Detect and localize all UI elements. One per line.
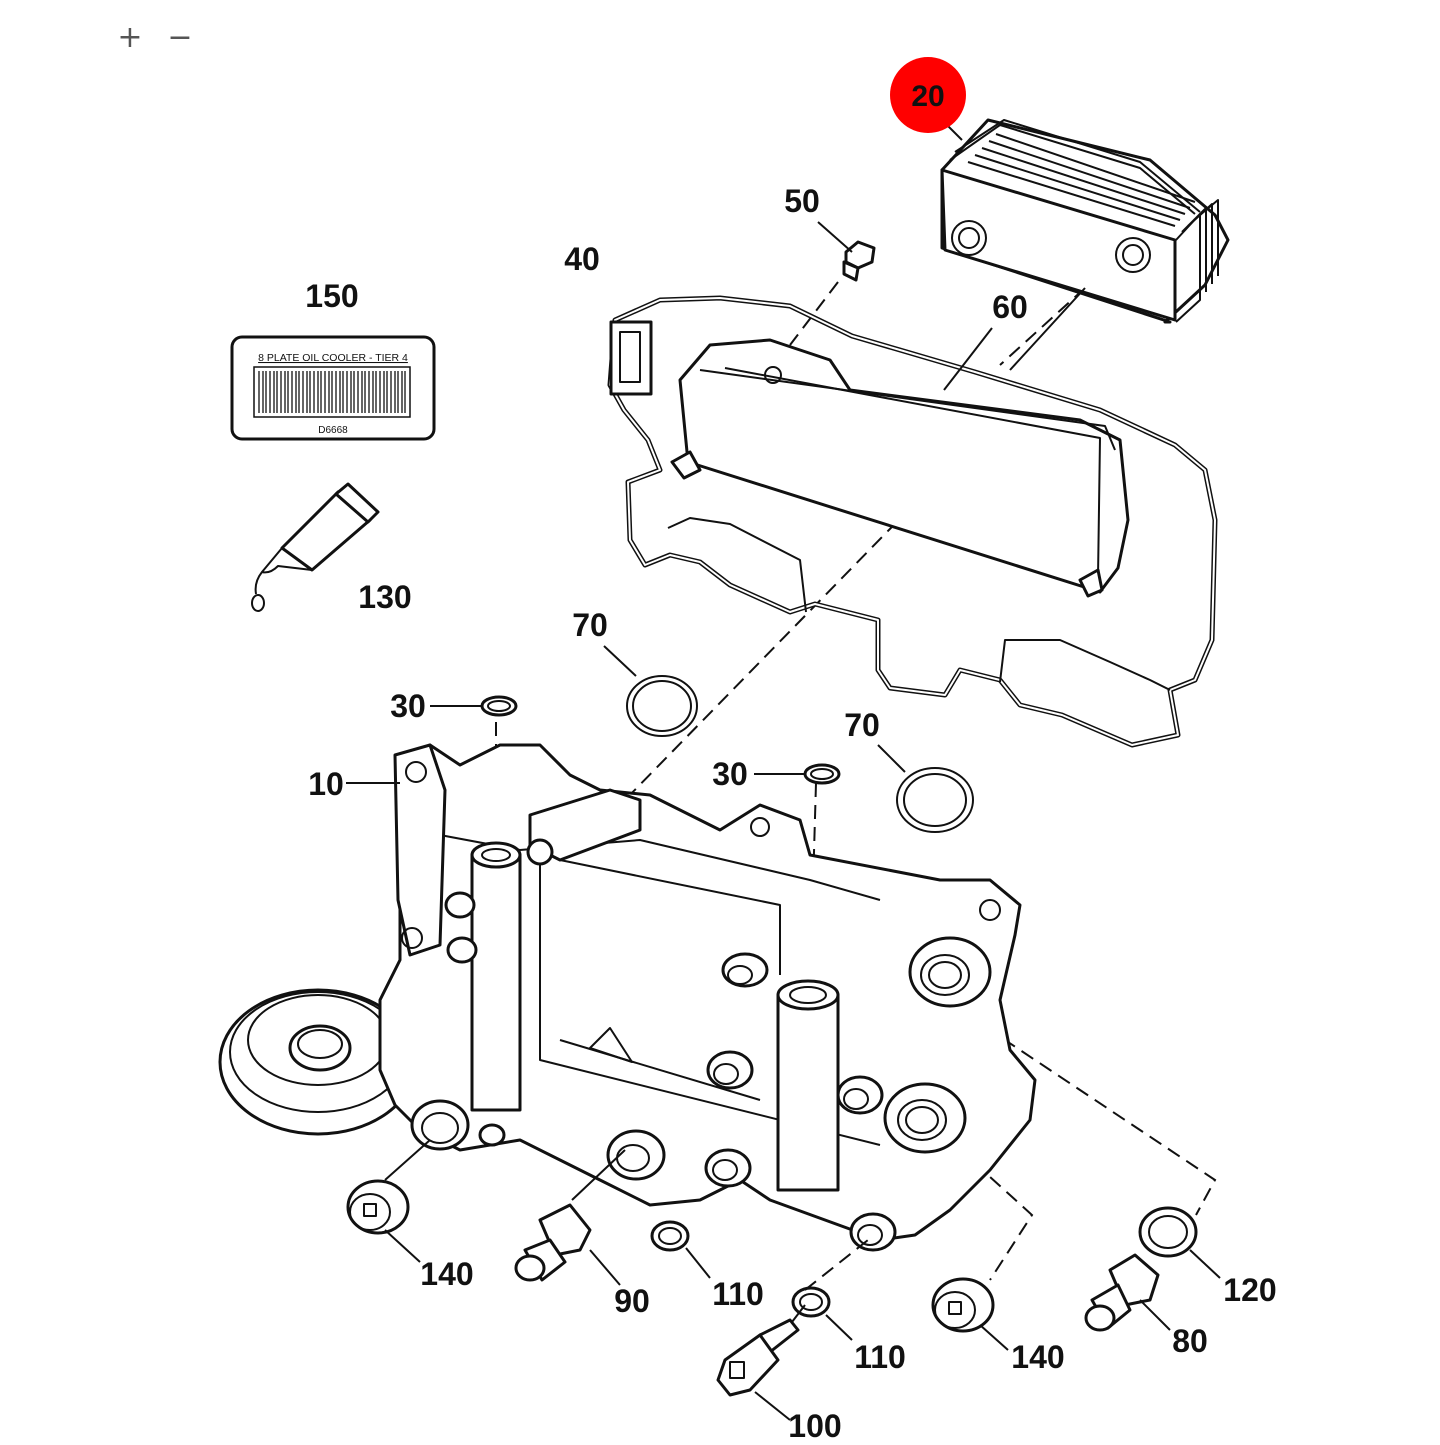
callout-60[interactable]: 60 (992, 289, 1028, 325)
callout-140-b[interactable]: 140 (1011, 1339, 1064, 1375)
callout-140-a[interactable]: 140 (420, 1256, 473, 1292)
part-120-washer[interactable] (1138, 1206, 1221, 1279)
cooler-fins (949, 119, 1219, 323)
callout-150[interactable]: 150 (305, 278, 358, 314)
part-150-label-decal[interactable]: 8 PLATE OIL COOLER - TIER 4 (230, 335, 436, 441)
part-50-bolt[interactable] (817, 221, 876, 282)
callout-100[interactable]: 100 (788, 1408, 841, 1444)
part-20-oil-cooler[interactable] (937, 115, 1230, 324)
part-70-o-ring-b[interactable] (877, 744, 974, 833)
part-140-plug-b[interactable] (931, 1277, 1009, 1351)
callout-80[interactable]: 80 (1172, 1323, 1208, 1359)
part-40-gasket[interactable] (607, 295, 1218, 748)
part-60-cooler-housing[interactable] (670, 287, 1130, 598)
part-30-seal-b[interactable] (754, 763, 841, 785)
callout-120[interactable]: 120 (1223, 1272, 1276, 1308)
part-110-washer-b[interactable] (791, 1239, 869, 1341)
zoom-in-button[interactable]: + (112, 20, 148, 56)
part-130-sealant-tube[interactable] (251, 482, 380, 612)
part-70-o-ring-a[interactable] (603, 645, 698, 737)
part-80-fitting[interactable] (1084, 1253, 1171, 1332)
decal-title: 8 PLATE OIL COOLER - TIER 4 (258, 352, 408, 364)
part-10-cooler-base[interactable] (218, 743, 1037, 1252)
callout-70-b[interactable]: 70 (844, 707, 880, 743)
part-110-washer-a[interactable] (650, 1220, 711, 1279)
part-140-plug-a[interactable] (346, 1139, 431, 1263)
barcode-icon (258, 371, 406, 413)
callout-10[interactable]: 10 (308, 766, 344, 802)
callout-30-b[interactable]: 30 (712, 756, 748, 792)
highlight-marker (890, 57, 966, 133)
callout-130[interactable]: 130 (358, 579, 411, 615)
callout-110-b[interactable]: 110 (854, 1339, 906, 1375)
callout-20[interactable]: 20 (911, 80, 944, 113)
callout-70-a[interactable]: 70 (572, 607, 608, 643)
callout-50[interactable]: 50 (784, 183, 820, 219)
callout-40[interactable]: 40 (564, 241, 600, 277)
part-90-switch[interactable] (514, 1149, 626, 1286)
part-100-sensor[interactable] (716, 1304, 806, 1421)
callout-30-a[interactable]: 30 (390, 688, 426, 724)
part-30-seal-a[interactable] (430, 695, 518, 717)
callout-110-a[interactable]: 110 (712, 1276, 764, 1312)
zoom-out-button[interactable]: − (162, 20, 198, 56)
callout-labels: 20 50 40 150 60 130 70 30 70 10 30 140 1… (305, 57, 1277, 1444)
decal-code: D6668 (318, 425, 348, 436)
callout-90[interactable]: 90 (614, 1283, 650, 1319)
